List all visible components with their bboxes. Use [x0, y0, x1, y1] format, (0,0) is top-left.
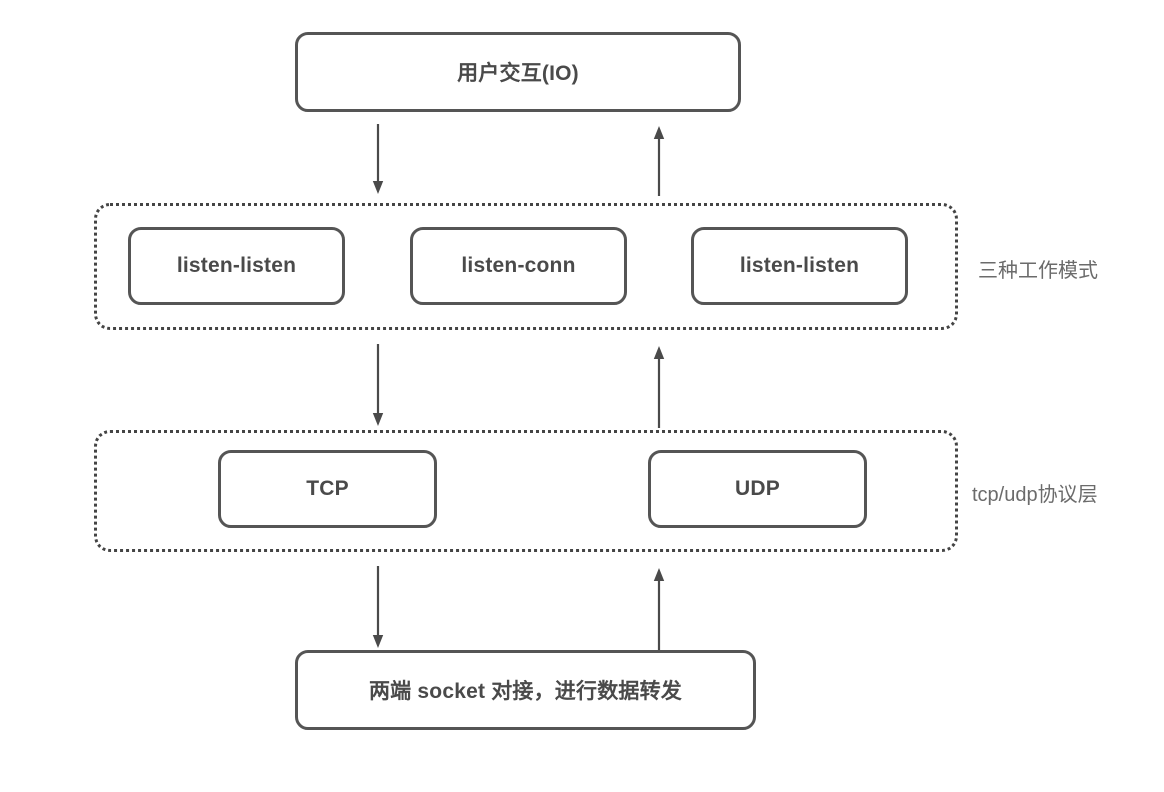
arrow-modes-to-protocol — [368, 344, 388, 428]
node-protocol-tcp-label: TCP — [306, 477, 349, 500]
arrow-modes-to-io — [649, 124, 669, 196]
node-user-interaction[interactable]: 用户交互(IO) — [295, 32, 741, 112]
node-socket-forwarding[interactable]: 两端 socket 对接，进行数据转发 — [295, 650, 756, 730]
group-work-modes — [94, 203, 958, 330]
arrow-io-to-modes — [368, 124, 388, 196]
node-user-interaction-label: 用户交互(IO) — [457, 62, 579, 85]
side-label-protocol-layer: tcp/udp协议层 — [972, 484, 1098, 506]
node-mode-listen-conn[interactable]: listen-conn — [410, 227, 627, 305]
node-socket-forwarding-label: 两端 socket 对接，进行数据转发 — [368, 680, 682, 703]
node-protocol-udp[interactable]: UDP — [648, 450, 867, 528]
side-label-work-modes: 三种工作模式 — [978, 260, 1098, 282]
arrow-protocol-to-modes — [649, 344, 669, 428]
node-mode-listen-listen-2[interactable]: listen-listen — [691, 227, 908, 305]
node-mode-listen-conn-label: listen-conn — [461, 254, 576, 277]
node-mode-listen-listen-1[interactable]: listen-listen — [128, 227, 345, 305]
node-protocol-tcp[interactable]: TCP — [218, 450, 437, 528]
arrow-socket-to-protocol — [649, 566, 669, 650]
node-mode-listen-listen-2-label: listen-listen — [739, 254, 860, 277]
group-protocol-layer — [94, 430, 958, 552]
node-protocol-udp-label: UDP — [735, 477, 780, 500]
arrow-protocol-to-socket — [368, 566, 388, 650]
node-mode-listen-listen-1-label: listen-listen — [176, 254, 297, 277]
